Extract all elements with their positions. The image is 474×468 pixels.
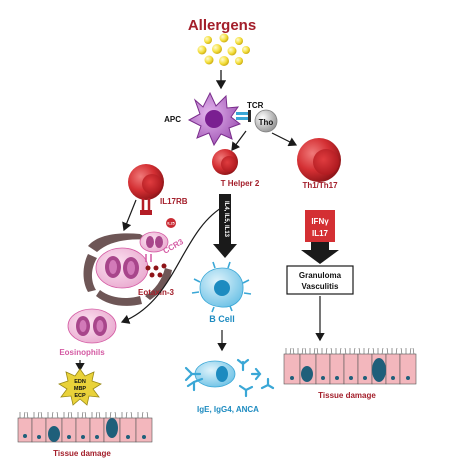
ifng-label: IFNγ <box>311 217 329 226</box>
arrow-apc-to-th2 <box>231 130 247 151</box>
plasma-cell <box>194 360 236 388</box>
il17rb-cell <box>128 164 164 215</box>
tissue-right <box>283 347 417 385</box>
arrow-il17rb-to-eos <box>122 199 137 232</box>
tissue-damage-left-label: Tissue damage <box>53 449 111 458</box>
th2-cytokine-arrow <box>213 194 237 258</box>
tissue-left <box>17 411 153 443</box>
ccr3-receptors <box>145 254 152 262</box>
b-cell-label: B Cell <box>209 314 235 324</box>
t-helper-2-cell <box>212 149 238 175</box>
il25-ligand <box>166 218 176 228</box>
blood-vessel <box>83 233 172 306</box>
eosinophil-cell <box>67 308 117 344</box>
tcr-label: TCR <box>247 101 264 110</box>
tho-cell <box>254 109 278 133</box>
tho-label: Tho <box>259 118 274 127</box>
t-helper-2-label: T Helper 2 <box>221 179 260 188</box>
allergen-particles <box>197 33 250 66</box>
b-cell <box>191 261 252 313</box>
antibody-icons <box>184 358 275 398</box>
granule-burst <box>58 368 102 406</box>
granule-mbp: MBP <box>74 386 87 392</box>
eosinophil-in-vessel-main <box>95 247 149 289</box>
apc-label: APC <box>164 115 181 124</box>
th1-th17-cell <box>297 138 341 182</box>
tissue-damage-right-label: Tissue damage <box>318 391 376 400</box>
granule-edn: EDN <box>74 379 86 385</box>
th2-cytokines-label: IL4, IL5, IL13 <box>223 201 229 238</box>
eosinophil-in-vessel-small <box>139 231 169 253</box>
eotaxin3-label: Eotaxin-3 <box>138 288 175 297</box>
title-allergens: Allergens <box>188 17 256 34</box>
th1-th17-label: Th1/Th17 <box>302 181 338 190</box>
il25-label: IL25 <box>167 222 174 226</box>
eotaxin-dots <box>145 263 167 278</box>
granuloma-box <box>286 265 354 295</box>
il17-label: IL17 <box>312 229 329 238</box>
vasculitis-label: Vasculitis <box>302 282 339 291</box>
tcr-receptor <box>236 110 251 122</box>
apc-cell <box>187 91 242 147</box>
il17rb-label: IL17RB <box>160 197 188 206</box>
arrow-tho-to-th1 <box>271 132 298 147</box>
th1-cytokine-arrow <box>301 210 339 264</box>
arrow-th2-to-eosinophils <box>120 204 227 324</box>
granuloma-label: Granuloma <box>299 271 342 280</box>
eosinophils-label: Eosinophils <box>59 348 105 357</box>
antibodies-label: IgE, IgG4, ANCA <box>197 405 259 414</box>
granule-ecp: ECP <box>74 393 86 399</box>
